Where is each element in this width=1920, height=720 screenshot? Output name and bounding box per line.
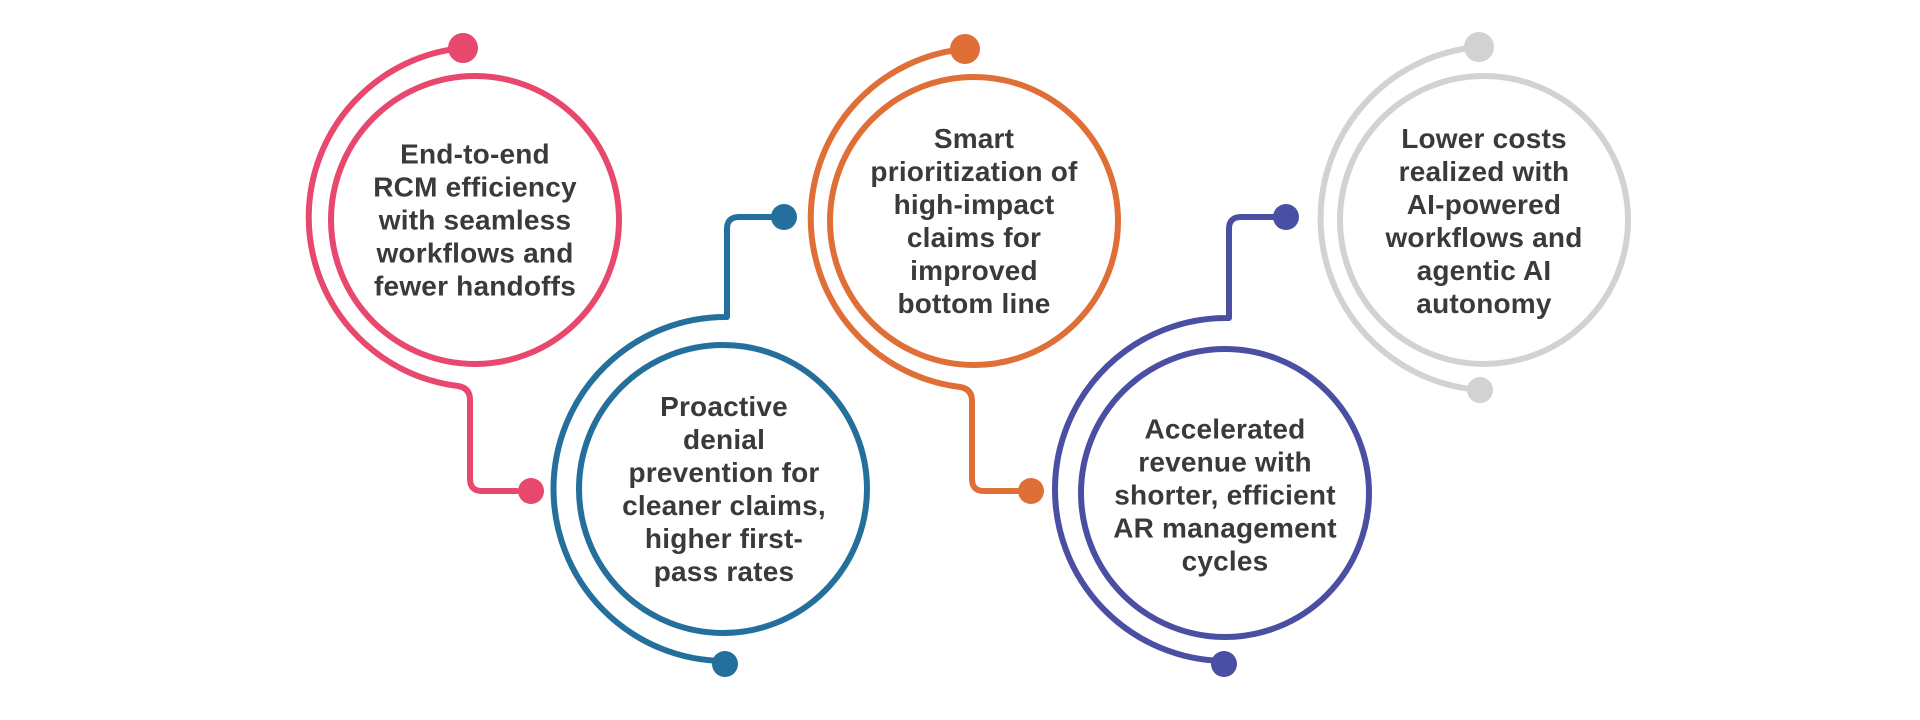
benefit-3-group — [807, 34, 1121, 504]
benefit-2-label: Proactive denial prevention for cleaner … — [622, 391, 826, 587]
benefit-3-end-dot — [1018, 478, 1044, 504]
benefit-4-ring — [1078, 346, 1372, 640]
benefit-5-ring — [1337, 73, 1631, 367]
benefit-2-ring — [576, 342, 870, 636]
benefit-4-swirl — [1052, 214, 1289, 664]
benefit-3-label: Smart prioritization of high-impact clai… — [870, 123, 1078, 319]
benefit-4-start-dot — [1273, 204, 1299, 230]
benefit-4-end-dot — [1211, 651, 1237, 677]
benefit-5-label: Lower costs realized with AI-powered wor… — [1385, 123, 1583, 319]
benefit-3-start-dot — [950, 34, 980, 64]
benefit-5-group — [1317, 32, 1631, 403]
benefit-2-start-dot — [771, 204, 797, 230]
benefit-1-group — [305, 33, 622, 504]
benefit-5-start-dot — [1464, 32, 1494, 62]
benefit-1-start-dot — [448, 33, 478, 63]
benefit-5-end-dot — [1467, 377, 1493, 403]
benefit-2-end-dot — [712, 651, 738, 677]
benefit-2-group — [550, 204, 870, 677]
benefit-3-swirl — [807, 46, 1021, 494]
benefit-4-label: Accelerated revenue with shorter, effici… — [1113, 413, 1337, 577]
benefit-5-swirl — [1317, 44, 1483, 393]
benefit-4-group — [1052, 204, 1372, 677]
benefit-1-end-dot — [518, 478, 544, 504]
benefit-1-swirl — [305, 45, 520, 494]
benefit-2-swirl — [550, 214, 787, 664]
benefit-1-label: End-to-end RCM efficiency with seamless … — [373, 138, 577, 302]
benefit-1-ring — [328, 73, 622, 367]
benefit-3-ring — [827, 74, 1121, 368]
